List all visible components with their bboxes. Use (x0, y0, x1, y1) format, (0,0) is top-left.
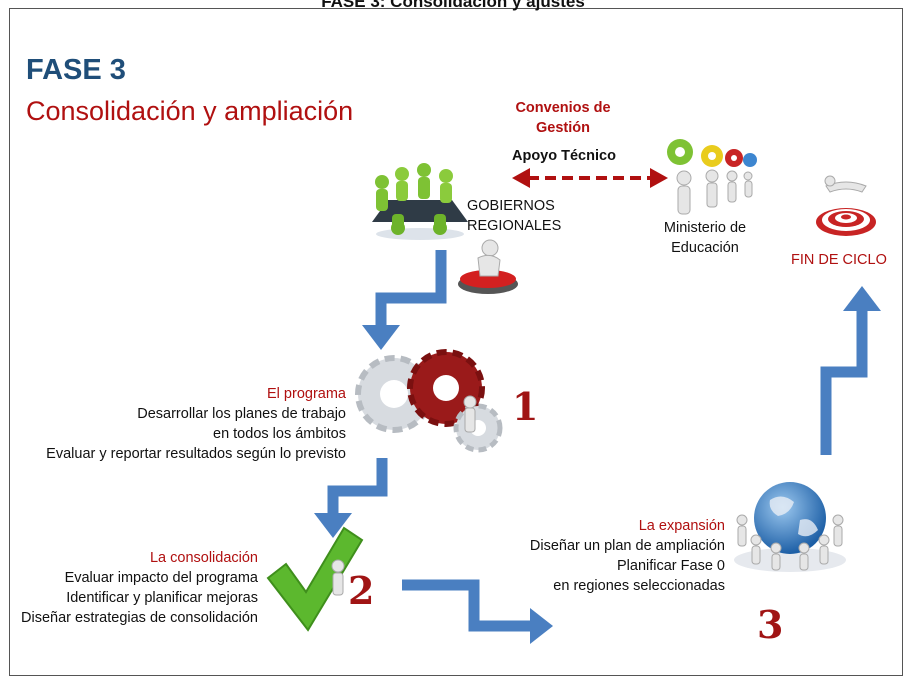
programa-line: Evaluar y reportar resultados según lo p… (46, 446, 346, 462)
flow-arrow-expansion-to-fin (820, 286, 881, 455)
fase-subtitle: Consolidación y ampliación (26, 96, 354, 126)
expansion-line: en regiones seleccionadas (553, 578, 725, 594)
gobiernos-line2: REGIONALES (467, 218, 562, 234)
expansion-text: La expansión Diseñar un plan de ampliaci… (480, 516, 725, 596)
gobiernos-label: GOBIERNOS REGIONALES (467, 196, 561, 236)
expansion-line: Planificar Fase 0 (617, 558, 725, 574)
programa-line: Desarrollar los planes de trabajo (137, 406, 346, 422)
target-icon (816, 175, 876, 236)
ministerio-label: Ministerio de Educación (650, 218, 760, 258)
convenios-line2: Gestión (536, 120, 590, 136)
consolidacion-text: La consolidación Evaluar impacto del pro… (20, 548, 258, 628)
expansion-title: La expansión (638, 518, 725, 534)
slide-header-title: FASE 3: Consolidación y ajustes (321, 0, 585, 11)
gobiernos-line1: GOBIERNOS (467, 198, 555, 214)
globe-people-icon (734, 482, 846, 572)
fase-title: FASE 3 (26, 54, 126, 86)
flow-arrow-programa-to-consolidacion (314, 458, 388, 538)
consolidacion-line: Identificar y planificar mejoras (66, 590, 258, 606)
ministerio-gears-icon (667, 139, 757, 215)
meeting-table-icon (372, 163, 468, 240)
fin-de-ciclo-label: FIN DE CICLO (791, 252, 887, 268)
apoyo-tecnico-label: Apoyo Técnico (512, 148, 616, 164)
programa-text: El programa Desarrollar los planes de tr… (20, 384, 346, 464)
convenios-double-arrow (512, 168, 668, 188)
programa-line: en todos los ámbitos (213, 426, 346, 442)
slide-frame (9, 8, 903, 676)
check-mark-icon (266, 526, 364, 632)
consolidacion-line: Evaluar impacto del programa (64, 570, 258, 586)
convenios-label: Convenios de Gestión (498, 98, 628, 138)
flow-arrow-gobiernos-to-programa (362, 250, 447, 350)
flow-arrow-consolidacion-to-expansion (402, 579, 553, 644)
step-number-1: 1 (512, 384, 539, 429)
step-number-2: 2 (348, 568, 375, 613)
expansion-line: Diseñar un plan de ampliación (529, 538, 725, 554)
ministerio-line1: Ministerio de (663, 220, 747, 236)
consolidacion-line: Diseñar estrategias de consolidación (21, 610, 258, 626)
red-button-icon (458, 239, 518, 294)
ministerio-line2: Educación (671, 240, 739, 256)
programa-title: El programa (267, 386, 346, 402)
convenios-line1: Convenios de (515, 100, 611, 116)
consolidacion-title: La consolidación (149, 550, 258, 566)
step-number-3: 3 (757, 602, 784, 647)
programa-gears-icon (355, 349, 503, 453)
